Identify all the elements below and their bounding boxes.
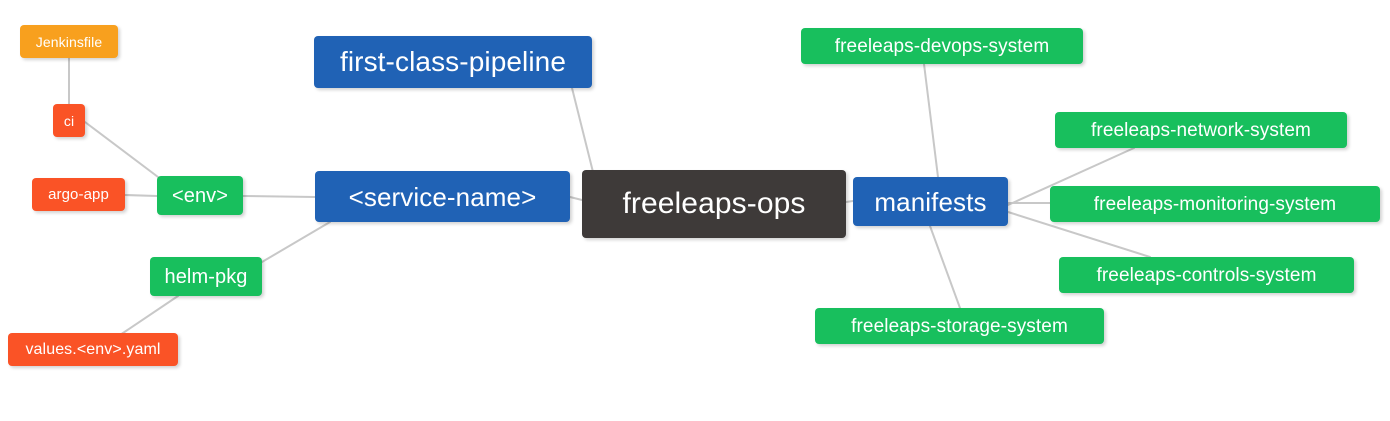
node-freeleaps-monitoring-system[interactable]: freeleaps-monitoring-system [1050, 186, 1380, 222]
node-first-class-pipeline[interactable]: first-class-pipeline [314, 36, 592, 88]
node-label-freeleaps-controls-system: freeleaps-controls-system [1096, 264, 1317, 286]
node-label-argo-app: argo-app [48, 186, 109, 203]
node-label-freeleaps-network-system: freeleaps-network-system [1091, 119, 1311, 141]
node-jenkinsfile[interactable]: Jenkinsfile [20, 25, 118, 58]
node-ci[interactable]: ci [53, 104, 85, 137]
node-env[interactable]: <env> [157, 176, 243, 215]
node-label-freeleaps-ops: freeleaps-ops [622, 187, 806, 220]
node-label-values-yaml: values.<env>.yaml [25, 340, 161, 358]
node-label-env: <env> [171, 184, 229, 207]
node-label-jenkinsfile: Jenkinsfile [35, 33, 103, 50]
edge-service-name-helm-pkg [261, 221, 331, 263]
node-freeleaps-ops[interactable]: freeleaps-ops [582, 170, 846, 238]
node-label-helm-pkg: helm-pkg [164, 265, 248, 288]
edge-ops-service-name [569, 196, 583, 201]
node-freeleaps-devops-system[interactable]: freeleaps-devops-system [801, 28, 1083, 64]
node-label-first-class-pipeline: first-class-pipeline [339, 46, 567, 77]
node-label-ci: ci [63, 112, 75, 129]
node-freeleaps-storage-system[interactable]: freeleaps-storage-system [815, 308, 1104, 344]
node-helm-pkg[interactable]: helm-pkg [150, 257, 262, 296]
edge-service-name-env [242, 195, 316, 198]
node-argo-app[interactable]: argo-app [32, 178, 125, 211]
node-label-freeleaps-devops-system: freeleaps-devops-system [834, 35, 1050, 57]
node-freeleaps-controls-system[interactable]: freeleaps-controls-system [1059, 257, 1354, 293]
node-service-name[interactable]: <service-name> [315, 171, 570, 222]
edge-helm-pkg-values [119, 295, 179, 336]
node-label-freeleaps-monitoring-system: freeleaps-monitoring-system [1093, 193, 1337, 215]
node-values-yaml[interactable]: values.<env>.yaml [8, 333, 178, 366]
edge-env-argo-app [124, 194, 158, 197]
node-label-manifests: manifests [874, 186, 987, 217]
node-label-service-name: <service-name> [348, 181, 537, 212]
node-label-freeleaps-storage-system: freeleaps-storage-system [851, 315, 1068, 337]
edge-ops-manifests [845, 200, 854, 203]
edge-manifests-devops [923, 63, 939, 178]
edge-manifests-storage [929, 225, 961, 309]
edge-env-ci [84, 121, 163, 181]
node-freeleaps-network-system[interactable]: freeleaps-network-system [1055, 112, 1347, 148]
node-manifests[interactable]: manifests [853, 177, 1008, 226]
edge-ops-pipeline [571, 87, 595, 177]
